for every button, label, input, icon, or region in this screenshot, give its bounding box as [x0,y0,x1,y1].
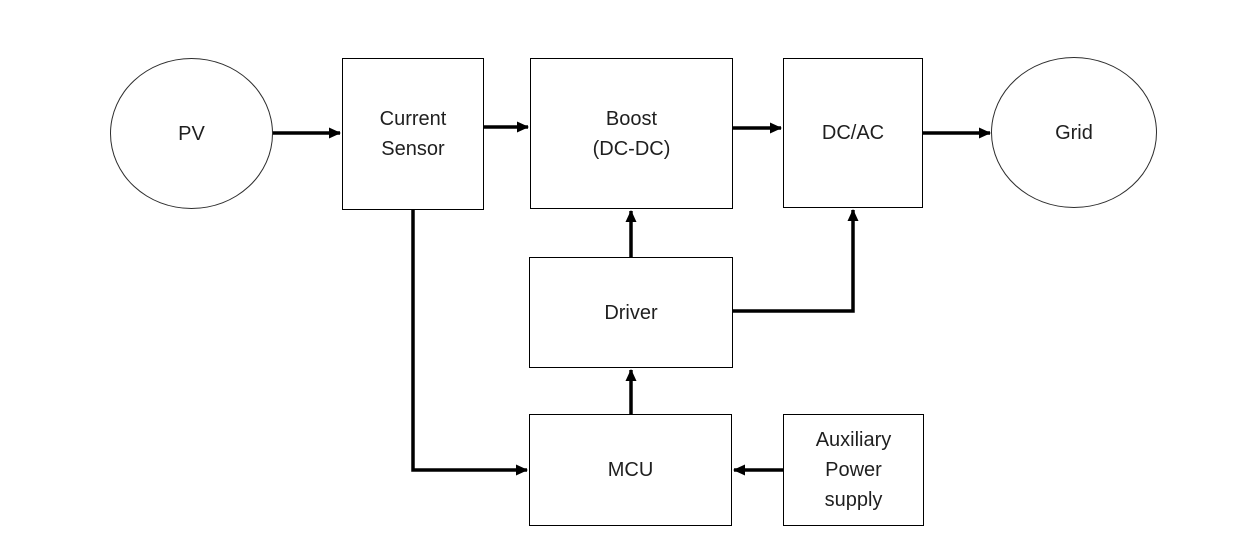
node-boost-dc-dc: Boost (DC-DC) [530,58,733,209]
node-driver: Driver [529,257,733,368]
node-dc-ac-label: DC/AC [821,122,885,144]
connector-driver-to-dcac [733,209,859,313]
connector-current-sensor-to-mcu [411,210,528,476]
node-grid-label: Grid [1055,121,1093,144]
node-pv-label: PV [178,122,205,145]
node-grid: Grid [991,57,1157,208]
node-mcu-label: MCU [607,459,654,481]
node-pv: PV [110,58,273,209]
node-dc-ac: DC/AC [783,58,923,208]
node-current-sensor: Current Sensor [342,58,484,210]
node-current-sensor-label: Current Sensor [379,108,447,160]
node-mcu: MCU [529,414,732,526]
node-boost-label: Boost (DC-DC) [592,107,671,160]
node-driver-label: Driver [604,301,658,324]
node-auxiliary-power-supply: Auxiliary Power supply [783,414,924,526]
node-aux-power-label: Auxiliary Power supply [815,429,892,511]
